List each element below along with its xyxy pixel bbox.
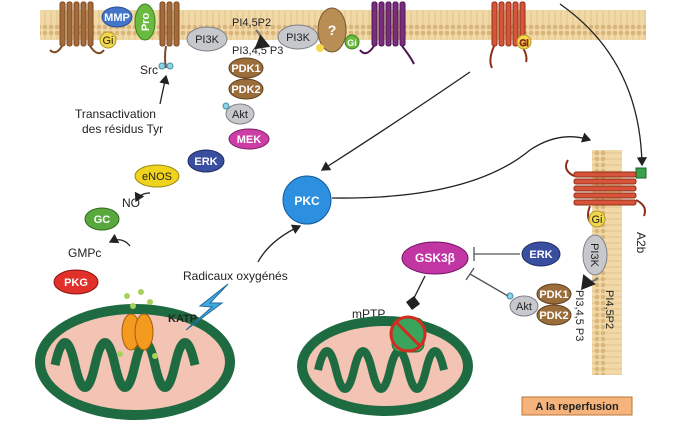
a2b-receptor [565, 159, 646, 223]
pi345p3-label: PI3,4,5 P3 [232, 45, 283, 57]
reperfusion-badge: A la reperfusion [521, 396, 633, 416]
svg-text:PDK2: PDK2 [539, 310, 568, 322]
receptor-left-brown [49, 1, 105, 55]
transactivation-line1: Transactivation [75, 107, 156, 121]
pi45p2-right-label: PI4,5P2 [603, 290, 615, 329]
svg-text:Gi: Gi [520, 38, 529, 48]
akt-node-right: Akt [506, 292, 539, 317]
svg-text:MMP: MMP [104, 12, 130, 24]
svg-text:A la reperfusion: A la reperfusion [535, 401, 619, 413]
pi345p3-right-label: PI3,4,5 P3 [573, 290, 585, 341]
katp-channel [117, 289, 158, 359]
pro-node: Pro [134, 3, 156, 41]
pi3k-node-right: PI3K [582, 234, 608, 276]
svg-text:PI3K: PI3K [588, 243, 600, 268]
pdk2-node-right: PDK2 [536, 304, 572, 326]
pdk1-node-left: PDK1 [228, 57, 264, 79]
svg-text:PKC: PKC [294, 194, 320, 208]
svg-text:GC: GC [94, 214, 111, 226]
svg-text:GSK3β: GSK3β [415, 251, 455, 265]
ros-lightning-icon [185, 283, 229, 331]
radicaux-label: Radicaux oxygénés [183, 269, 288, 283]
no-label: NO [122, 196, 140, 210]
svg-text:Gi: Gi [347, 38, 357, 48]
arrow-transactivation [159, 74, 170, 105]
svg-text:?: ? [328, 22, 337, 38]
question-receptor: ? Gi [316, 7, 360, 53]
gsk3b-node: GSK3β [401, 241, 469, 275]
mptp-blocked-icon [389, 315, 427, 353]
svg-text:PDK2: PDK2 [231, 84, 260, 96]
gi-node-right: Gi [588, 210, 606, 228]
svg-text:MEK: MEK [237, 134, 262, 146]
gi-left-node: Gi [99, 31, 117, 49]
svg-text:eNOS: eNOS [142, 171, 172, 183]
pkg-node: PKG [53, 269, 99, 295]
pdk2-node-left: PDK2 [228, 78, 264, 100]
akt-node-left: Akt [222, 102, 255, 125]
svg-text:Akt: Akt [516, 301, 532, 313]
mitochondrion-right [297, 316, 473, 416]
svg-text:Akt: Akt [232, 109, 248, 121]
erk-node-left: ERK [187, 149, 225, 173]
ligand-square-icon [635, 167, 647, 179]
receptor-red: Gi [489, 1, 532, 69]
gc-node: GC [84, 207, 120, 231]
svg-text:PDK1: PDK1 [539, 289, 568, 301]
pi3k-node-2: PI3K [277, 24, 319, 50]
svg-text:PI3K: PI3K [286, 32, 311, 44]
transactivation-line2: des résidus Tyr [82, 122, 163, 136]
src-label: Src [140, 63, 158, 77]
a2b-label: A2b [634, 232, 648, 254]
svg-text:PKG: PKG [64, 277, 88, 289]
katp-label: KATP [168, 313, 197, 325]
inhibition-diamond-icon [406, 296, 420, 310]
pi3k-node-1: PI3K [186, 26, 228, 52]
erk-node-right: ERK [521, 241, 561, 267]
svg-text:PI3K: PI3K [195, 34, 220, 46]
enos-node: eNOS [134, 164, 180, 188]
mmp-node: MMP [101, 6, 133, 28]
inhibition-lines [465, 247, 520, 297]
receptor-purple [359, 1, 415, 65]
svg-text:Pro: Pro [140, 13, 152, 32]
mitochondrion-left [35, 304, 235, 420]
svg-text:ERK: ERK [194, 156, 217, 168]
pkc-node: PKC [282, 175, 332, 225]
svg-text:PDK1: PDK1 [231, 63, 260, 75]
pi45p2-label: PI4,5P2 [232, 17, 271, 29]
svg-text:ERK: ERK [529, 249, 552, 261]
src-receptor [158, 1, 180, 70]
gmpc-label: GMPc [68, 246, 101, 260]
pdk1-node-right: PDK1 [536, 283, 572, 305]
mek-node: MEK [228, 128, 270, 150]
svg-text:Gi: Gi [103, 35, 114, 47]
svg-text:Gi: Gi [592, 214, 603, 226]
